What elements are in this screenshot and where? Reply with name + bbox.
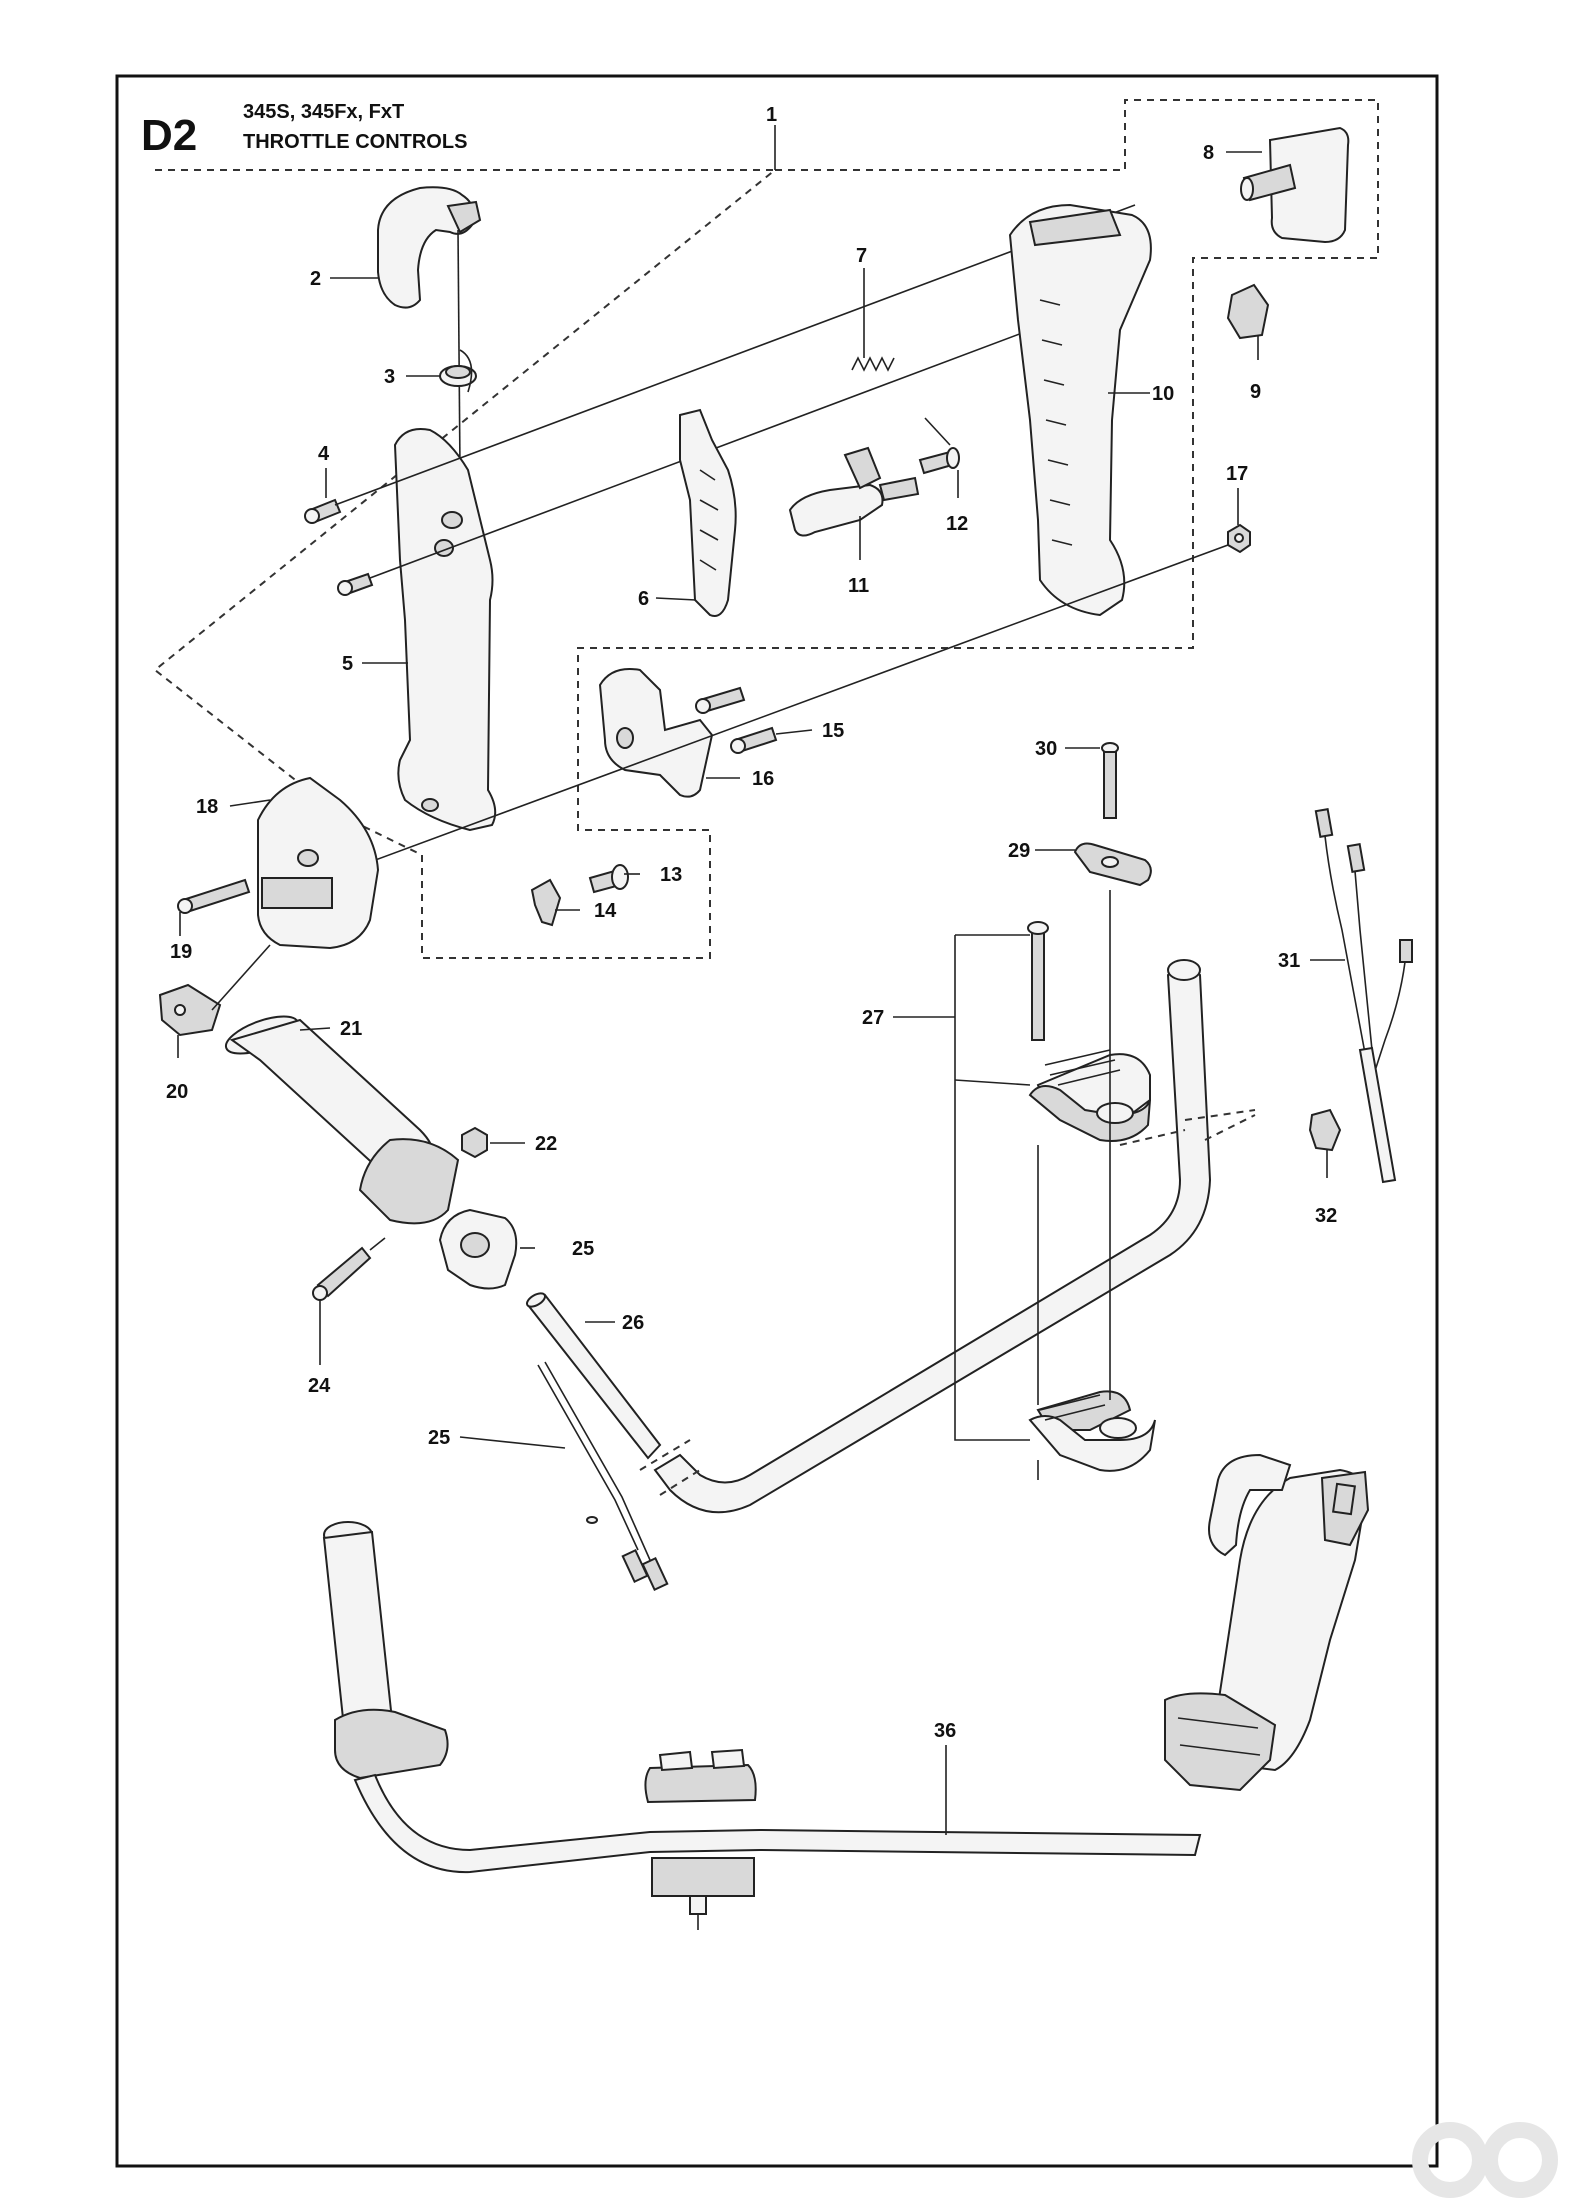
callout-16: 16 [752,768,774,790]
handle-bar-shaft [639,959,1256,1514]
callout-32: 32 [1315,1205,1337,1227]
clip-32 [1308,1108,1342,1152]
watermark-logo [1412,2122,1558,2198]
callout-13: 13 [660,864,682,886]
wiring-harness [1314,807,1413,1184]
model-list: 345S, 345Fx, FxT [243,101,404,123]
callout-25-cable: 25 [428,1427,450,1449]
callout-6: 6 [638,588,649,610]
nut-17 [369,523,1251,863]
spring [851,356,895,372]
clip-14 [530,878,562,927]
handle-clamp [257,776,380,950]
section-code: D2 [141,111,197,160]
callout-10: 10 [1152,383,1174,405]
callout-3: 3 [384,366,395,388]
callout-30: 30 [1035,738,1057,760]
screw-19 [177,878,251,914]
callout-7: 7 [856,245,867,267]
clamp-25 [438,1208,518,1290]
clip-29 [1073,842,1152,887]
callout-29: 29 [1008,840,1030,862]
nut-22 [461,1126,488,1159]
handle-left-half [393,428,497,832]
callout-17: 17 [1226,463,1248,485]
handlebar-assembly [322,1453,1370,1930]
spring-clip [439,349,477,393]
callout-2: 2 [310,268,321,290]
callout-14: 14 [594,900,617,922]
screw-13 [588,864,629,894]
section-title: THROTTLE CONTROLS [243,131,467,153]
handle-right-half [1008,203,1152,617]
grip-21 [224,1015,460,1225]
callout-9: 9 [1250,381,1261,403]
callout-4: 4 [318,443,330,465]
callout-21: 21 [340,1018,362,1040]
sleeve-26 [525,1292,662,1460]
callout-1: 1 [766,104,777,126]
callout-12: 12 [946,513,968,535]
callout-25-clamp: 25 [572,1238,594,1260]
callout-8: 8 [1203,142,1214,164]
bracket-27 [1027,921,1156,1480]
callout-11: 11 [848,575,869,597]
screws-4 [304,204,1136,596]
throttle-trigger [679,408,737,617]
cable-25 [537,1361,669,1591]
callout-leaders [177,125,1345,1835]
callout-5: 5 [342,653,353,675]
connector-9 [1226,283,1270,340]
callout-15: 15 [822,720,844,742]
callout-27: 27 [862,1007,884,1029]
callout-22: 22 [535,1133,557,1155]
throttle-holder [598,668,714,798]
callout-20: 20 [166,1081,188,1103]
callout-18: 18 [196,796,218,818]
screws-15 [695,686,778,754]
terminal-block [158,944,271,1037]
screw-24 [312,1237,386,1301]
trigger-lever [377,186,482,471]
callout-26: 26 [622,1312,644,1334]
callout-labels: 1 2 3 4 5 6 7 8 9 10 11 12 13 14 15 16 1… [166,104,1337,1742]
callout-36: 36 [934,1720,956,1742]
trigger-lock [788,446,920,537]
stop-switch [1240,126,1350,244]
screw-30 [1101,742,1119,1400]
pin-12 [918,417,960,475]
callout-24: 24 [308,1375,331,1397]
page-frame [115,74,1439,2168]
callout-31: 31 [1278,950,1300,972]
callout-19: 19 [170,941,192,963]
assembly-boundary-main [153,99,1379,959]
